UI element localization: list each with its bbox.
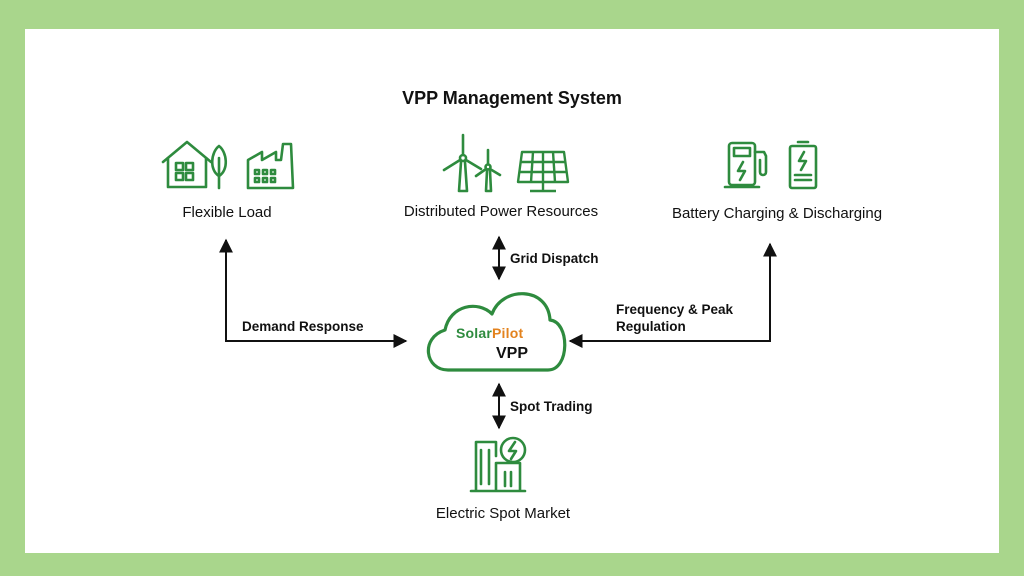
diagram-card xyxy=(25,29,999,553)
tree-icon xyxy=(210,144,228,190)
cloud-icon xyxy=(426,292,567,372)
distributed-power-label: Distributed Power Resources xyxy=(403,203,599,220)
power-building-icon xyxy=(469,436,527,493)
diagram-title: VPP Management System xyxy=(402,88,622,108)
frequency-peak-arrow xyxy=(568,242,777,348)
battery-icon xyxy=(788,140,818,190)
wind-turbine-icon xyxy=(442,133,502,193)
flexible-load-label: Flexible Load xyxy=(182,204,272,221)
spot-trading-label: Spot Trading xyxy=(510,399,593,414)
house-icon xyxy=(161,140,213,189)
logo-solar: Solar xyxy=(456,325,493,341)
factory-icon xyxy=(246,142,295,190)
demand-response-arrow xyxy=(219,238,408,348)
solar-panel-icon xyxy=(516,150,570,193)
charging-station-icon xyxy=(723,141,768,189)
logo-pilot: Pilot xyxy=(492,325,524,341)
grid-dispatch-label: Grid Dispatch xyxy=(510,251,599,266)
demand-response-label: Demand Response xyxy=(242,319,364,334)
battery-label: Battery Charging & Discharging xyxy=(671,205,883,222)
spot-market-label: Electric Spot Market xyxy=(435,505,571,522)
frequency-peak-line1: Frequency & Peak xyxy=(616,302,734,317)
solarpilot-logo: SolarPilot xyxy=(456,325,523,341)
frequency-peak-label: Frequency & Peak Regulation xyxy=(616,301,733,335)
frequency-peak-line2: Regulation xyxy=(616,319,686,334)
vpp-label: VPP xyxy=(495,345,528,362)
